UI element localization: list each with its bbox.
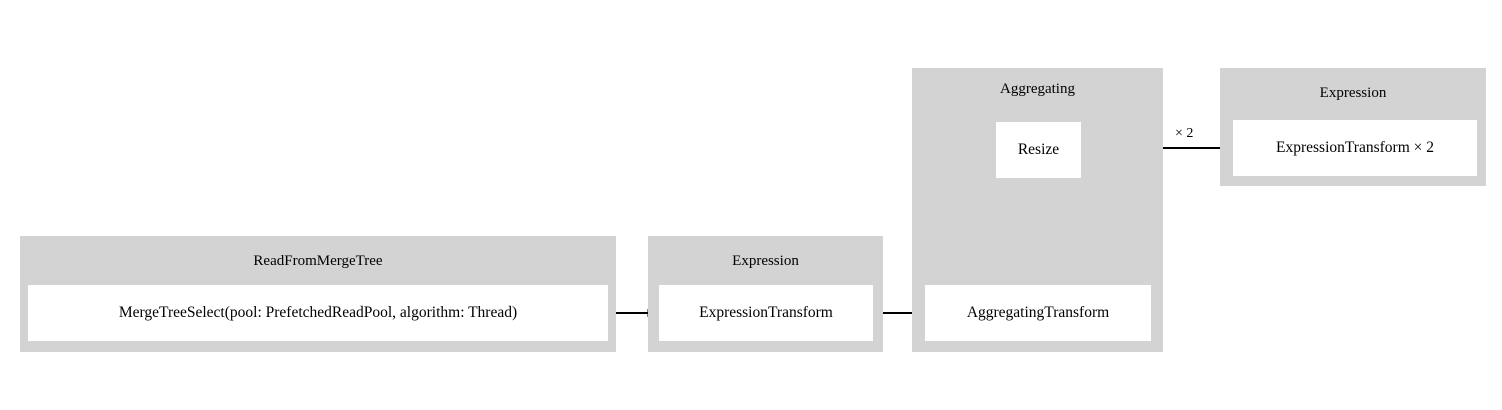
node-aggregating-transform[interactable]: AggregatingTransform <box>925 285 1151 341</box>
node-expression-transform-x2[interactable]: ExpressionTransform × 2 <box>1233 120 1477 176</box>
node-resize[interactable]: Resize <box>996 122 1081 178</box>
cluster-title-expression-left: Expression <box>732 253 799 269</box>
edge-label-resize-to-expression-transform-x2: × 2 <box>1175 126 1194 141</box>
node-merge-tree-select[interactable]: MergeTreeSelect(pool: PrefetchedReadPool… <box>28 285 608 341</box>
cluster-title-expression-right: Expression <box>1319 85 1387 101</box>
cluster-title-aggregating: Aggregating <box>1000 81 1075 97</box>
node-expression-transform[interactable]: ExpressionTransform <box>659 285 873 341</box>
cluster-title-read-from-merge-tree: ReadFromMergeTree <box>253 253 383 269</box>
